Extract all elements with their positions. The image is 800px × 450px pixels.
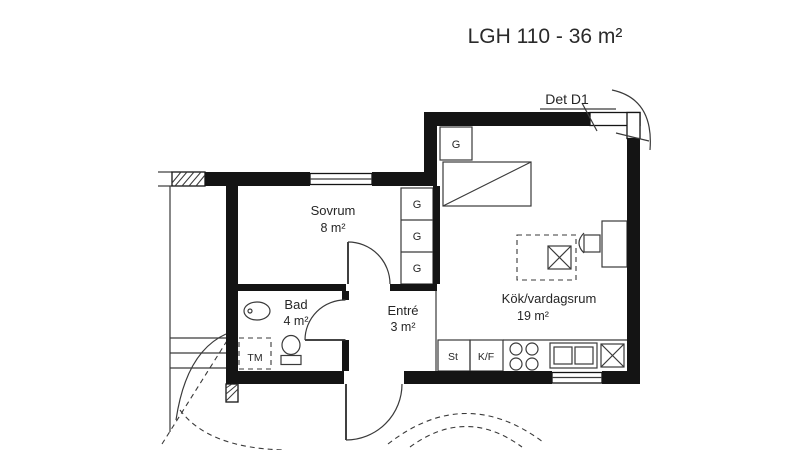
room-label-entre: Entré: [387, 303, 418, 318]
chair-cross-symbol: [547, 245, 572, 270]
bathroom-sink: [243, 301, 271, 321]
room-area-sovrum: 8 m²: [321, 221, 346, 235]
bed: [442, 161, 532, 207]
room-area-kok-vardagsrum: 19 m²: [517, 309, 549, 323]
entrance-door-swing: [345, 383, 403, 441]
dining-table-dashed: [516, 234, 577, 281]
drawing-title: LGH 110 - 36 m²: [468, 25, 623, 48]
bathroom-door-swing: [304, 299, 346, 341]
dashed-ground-curves: [179, 409, 544, 450]
washing-machine-label: TM: [247, 352, 262, 364]
hatched-wall-bottom-left: [225, 383, 239, 403]
detail-label: Det D1: [545, 91, 589, 107]
room-area-bad: 4 m²: [284, 314, 309, 328]
interior-walls: [238, 186, 440, 371]
wardrobe-label: G: [413, 263, 422, 275]
stove: [509, 342, 539, 371]
wardrobe-label: G: [413, 199, 422, 211]
kitchen-window-bottom: [551, 371, 603, 384]
desk-chair: [578, 232, 601, 254]
fridge-freezer-label: K/F: [478, 351, 494, 363]
wardrobe-label: G: [452, 139, 461, 151]
desk: [601, 220, 628, 268]
toilet: [280, 334, 302, 366]
exterior-thin-lines: [158, 171, 172, 432]
dishwasher-cross-symbol: [600, 343, 625, 368]
wardrobe-top: [439, 126, 473, 161]
detail-corner-thin-walls: [589, 111, 641, 140]
stairs: [161, 333, 231, 445]
room-label-sovrum: Sovrum: [311, 203, 356, 218]
exterior-walls: [205, 112, 640, 384]
detail-marker: [540, 89, 651, 151]
room-label-kok-vardagsrum: Kök/vardagsrum: [502, 291, 597, 306]
kitchen-sink: [549, 342, 598, 369]
room-label-bad: Bad: [284, 297, 307, 312]
room-area-entre: 3 m²: [391, 320, 416, 334]
washing-machine: [238, 337, 272, 370]
hatched-wall-top-left: [171, 171, 206, 187]
tall-cabinet-label: St: [448, 351, 458, 363]
bedroom-window: [309, 172, 373, 186]
wardrobe-label: G: [413, 231, 422, 243]
bedroom-door-swing: [347, 241, 391, 285]
